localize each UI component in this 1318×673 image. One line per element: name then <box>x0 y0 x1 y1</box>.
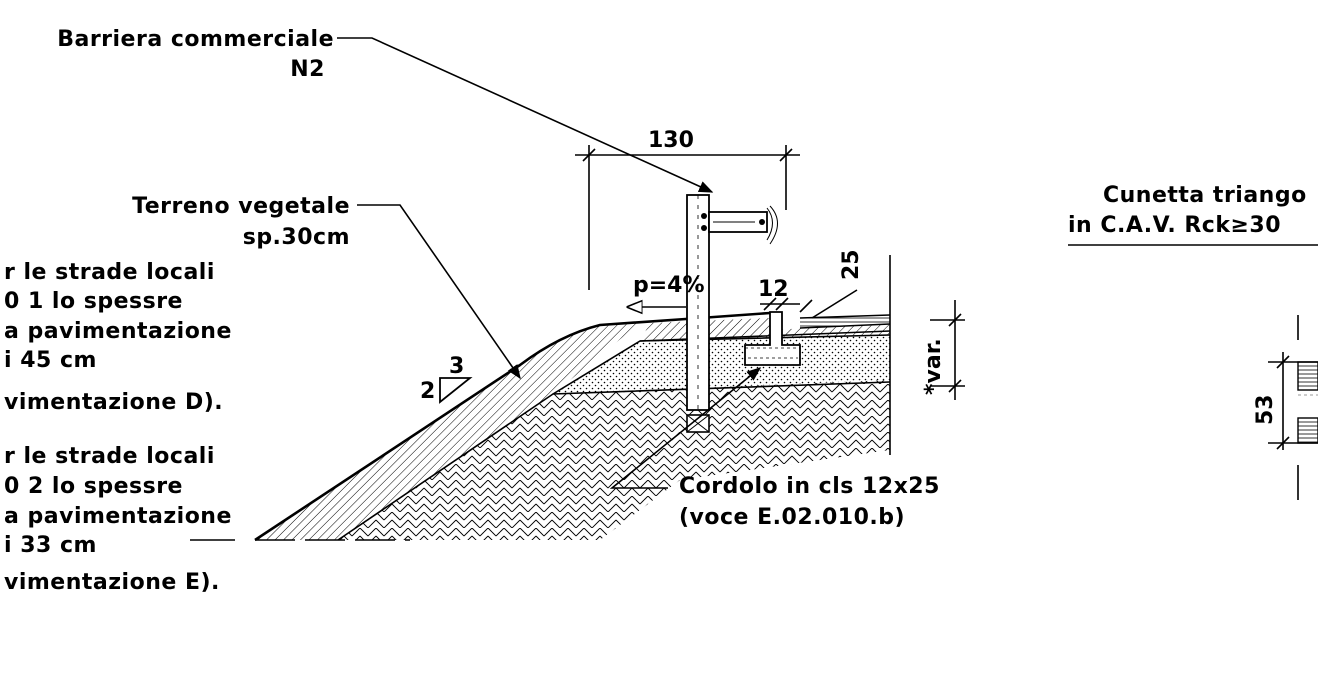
topsoil-slope-layer <box>255 323 640 540</box>
note1-line4: i 45 cm <box>4 348 97 373</box>
note1-line1: r le strade locali <box>4 260 215 285</box>
pavement-mid-line <box>639 330 891 342</box>
dimension-53-label: 53 <box>1253 394 1278 425</box>
barriera-label-line1: Barriera commerciale <box>57 27 334 52</box>
note1-line2: 0 1 lo spessre <box>4 289 183 314</box>
leader-barriera: Barriera commerciale N2 <box>57 27 714 193</box>
dimension-var: *var. <box>921 300 965 400</box>
dimension-130-label: 130 <box>648 128 694 153</box>
note2-line3: a pavimentazione <box>4 504 232 529</box>
cordolo-label-line1: Cordolo in cls 12x25 <box>679 474 940 499</box>
dimension-130: 130 <box>575 128 800 290</box>
note2-line1: r le strade locali <box>4 444 215 469</box>
cunetta-label-line2: in C.A.V. Rck≥30 <box>1068 213 1281 238</box>
dimension-12: 12 <box>758 277 800 311</box>
leader-terreno: Terreno vegetale sp.30cm <box>132 194 521 380</box>
slope-ratio-side: 2 <box>420 379 435 404</box>
cunetta-detail: Cunetta triango in C.A.V. Rck≥30 53 <box>1068 183 1318 500</box>
note1-line3: a pavimentazione <box>4 319 232 344</box>
note2-line4: i 33 cm <box>4 533 97 558</box>
dimension-25-label: 25 <box>839 249 864 280</box>
embankment <box>190 255 891 542</box>
kerb <box>744 311 801 366</box>
embankment-fill-layer <box>338 380 890 540</box>
dimension-var-label: *var. <box>921 338 946 395</box>
pavement-base-layer <box>553 335 890 394</box>
note-block-2: r le strade locali 0 2 lo spessre a pavi… <box>4 444 232 595</box>
slope-top-line <box>254 311 771 542</box>
leader-cordolo: Cordolo in cls 12x25 (voce E.02.010.b) <box>609 367 940 530</box>
wearing-bottom-line <box>799 323 891 329</box>
note2-line5: vimentazione E). <box>4 570 220 595</box>
terreno-label-line1: Terreno vegetale <box>132 194 350 219</box>
dimension-25: 25 <box>799 249 864 319</box>
cordolo-label-line2: (voce E.02.010.b) <box>679 505 905 530</box>
slope-ratio-top: 3 <box>449 354 464 379</box>
barrier-post <box>686 194 778 433</box>
cunetta-label-line1: Cunetta triango <box>1103 183 1307 208</box>
note1-line5: vimentazione D). <box>4 390 223 415</box>
terreno-label-line2: sp.30cm <box>243 225 350 250</box>
slope-ratio: 3 2 <box>420 354 473 404</box>
note-block-1: r le strade locali 0 1 lo spessre a pavi… <box>4 260 232 415</box>
slope-label: p=4% <box>633 273 705 298</box>
slope-indicator: p=4% <box>628 273 705 307</box>
barriera-label-line2: N2 <box>290 57 325 82</box>
dimension-12-label: 12 <box>758 277 789 302</box>
wearing-top-line <box>799 314 891 319</box>
note2-line2: 0 2 lo spessre <box>4 474 183 499</box>
